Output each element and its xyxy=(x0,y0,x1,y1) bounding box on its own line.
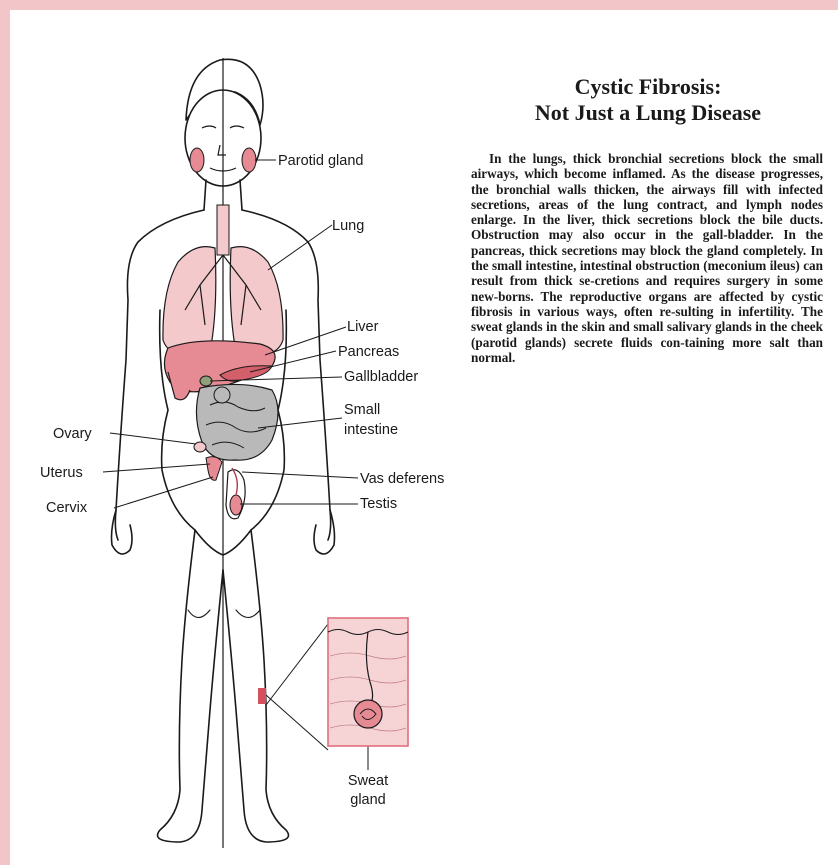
body-paragraph: In the lungs, thick bronchial secretions… xyxy=(471,151,823,365)
title-line-1: Cystic Fibrosis: xyxy=(472,74,824,100)
male-reproductive xyxy=(226,468,245,519)
label-sweat-gland-line2: gland xyxy=(350,792,385,808)
page-title: Cystic Fibrosis: Not Just a Lung Disease xyxy=(472,74,824,126)
label-testis: Testis xyxy=(360,496,397,512)
small-intestine xyxy=(196,384,278,460)
label-pancreas: Pancreas xyxy=(338,344,399,360)
label-small-intestine-line2: intestine xyxy=(344,422,398,438)
title-line-2: Not Just a Lung Disease xyxy=(472,100,824,126)
label-parotid-gland: Parotid gland xyxy=(278,153,363,169)
label-uterus: Uterus xyxy=(40,465,83,481)
label-cervix: Cervix xyxy=(46,500,88,516)
page: Parotid gland Lung Liver Pancreas Gallbl… xyxy=(10,10,838,865)
label-vas-deferens: Vas deferens xyxy=(360,471,444,487)
label-sweat-gland-line1: Sweat xyxy=(348,773,388,789)
trachea xyxy=(217,205,229,255)
label-gallbladder: Gallbladder xyxy=(344,369,418,385)
label-ovary: Ovary xyxy=(53,426,92,442)
skin-marker xyxy=(258,688,266,704)
label-lung: Lung xyxy=(332,218,364,234)
anatomy-figure: Parotid gland Lung Liver Pancreas Gallbl… xyxy=(10,10,838,865)
sweat-gland-inset xyxy=(328,618,408,746)
label-liver: Liver xyxy=(347,319,379,335)
label-small-intestine-line1: Small xyxy=(344,402,380,418)
